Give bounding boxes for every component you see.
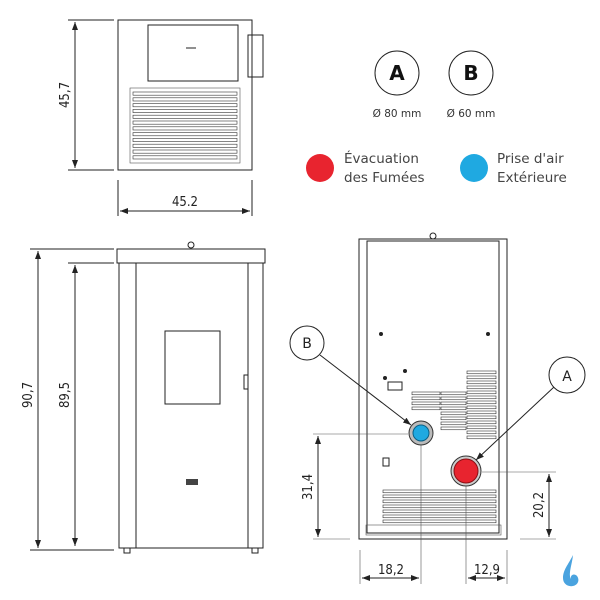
vent-slat	[440, 426, 467, 431]
vent-slat	[132, 91, 238, 96]
vent-slat	[132, 120, 238, 125]
vent-slat	[411, 391, 441, 396]
body-height-dimension: 89,5	[58, 382, 73, 408]
vent-slat	[132, 138, 238, 142]
vent-slat	[466, 415, 497, 420]
vent-slat	[466, 385, 497, 390]
vent-slat	[466, 370, 497, 375]
callout-b: B	[302, 336, 312, 352]
top-view: 45,7 45.2	[58, 19, 264, 216]
air-intake-label-line2: Extérieure	[497, 170, 567, 186]
flue-exhaust-label-line2: des Fumées	[344, 170, 425, 186]
vent-slat	[382, 489, 497, 494]
vent-slat	[132, 149, 238, 154]
vent-slat	[466, 400, 497, 405]
connector-b-label: B	[463, 61, 478, 85]
connector-a-label: A	[389, 61, 405, 85]
vent-slat	[411, 401, 441, 406]
vent-slat	[382, 504, 497, 509]
vent-slat	[132, 132, 238, 137]
vent-slat	[466, 435, 497, 440]
vent-slat	[132, 109, 238, 113]
vent-slat	[132, 103, 238, 108]
vent-slat	[440, 411, 467, 416]
vent-slat	[132, 143, 238, 148]
vent-slat	[466, 395, 497, 400]
air-intake-label-line1: Prise d'air	[497, 151, 564, 167]
vent-slat	[466, 405, 497, 410]
flue-exhaust-label-line1: Évacuation	[344, 150, 419, 167]
vent-slat	[382, 514, 497, 519]
exhaust-offset-dimension: 12,9	[474, 563, 500, 578]
front-view: 90,7 89,5	[21, 241, 266, 554]
vent-slat	[440, 406, 467, 411]
legend: A Ø 80 mm B Ø 60 mm Évacuation des Fumée…	[306, 50, 567, 186]
back-view: B A 31,4 20,2 18,2 12,9	[289, 232, 586, 584]
vent-slat	[466, 380, 497, 385]
vent-slat	[466, 425, 497, 430]
total-height-dimension: 90,7	[21, 382, 36, 408]
top-width-dimension: 45.2	[172, 195, 198, 210]
vent-slat	[411, 396, 441, 401]
vent-slat	[440, 401, 467, 406]
vent-slat	[466, 410, 497, 415]
vent-slat	[132, 114, 238, 119]
connector-b-diameter: Ø 60 mm	[447, 108, 496, 120]
exhaust-height-dimension: 20,2	[532, 492, 547, 518]
air-intake-swatch	[460, 154, 488, 182]
vent-slat	[440, 391, 467, 396]
vent-slat	[382, 519, 497, 524]
vent-slat	[466, 390, 497, 395]
vent-slat	[440, 416, 467, 421]
vent-slat	[440, 396, 467, 401]
top-depth-dimension: 45,7	[58, 82, 73, 108]
callout-a: A	[562, 369, 572, 385]
vent-slat	[382, 499, 497, 504]
vent-slat	[132, 126, 238, 131]
vent-slat	[466, 430, 497, 435]
vent-slat	[440, 421, 467, 426]
intake-height-dimension: 31,4	[301, 474, 316, 500]
vent-slat	[466, 420, 497, 425]
vent-slat	[132, 97, 238, 102]
intake-offset-dimension: 18,2	[378, 563, 404, 578]
vent-slat	[466, 375, 497, 380]
vent-slat	[382, 509, 497, 514]
vent-slat	[411, 406, 441, 411]
brand-drop-logo	[563, 555, 579, 587]
flue-exhaust-swatch	[306, 154, 334, 182]
vent-slat	[132, 155, 238, 160]
connector-a-diameter: Ø 80 mm	[373, 108, 422, 120]
vent-slat	[382, 494, 497, 499]
